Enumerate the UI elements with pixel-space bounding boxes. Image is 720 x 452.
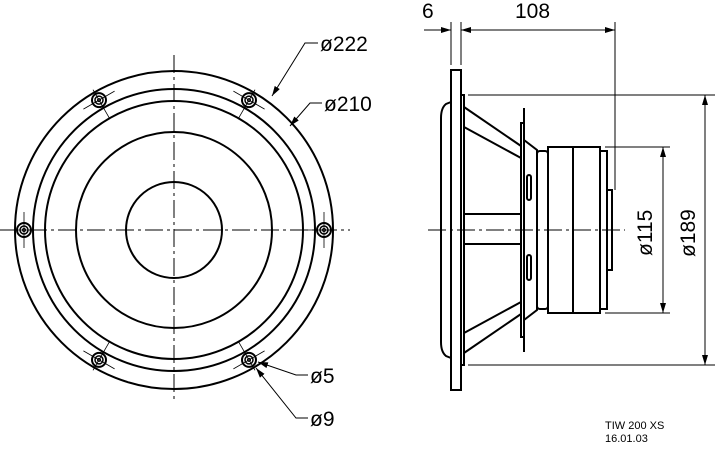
front-view: ø222 ø210 ø5 ø9 — [0, 33, 372, 431]
dim-cutout-label: ø189 — [677, 209, 700, 257]
mounting-hole — [233, 340, 265, 371]
dim-outer-label: ø222 — [320, 33, 368, 56]
leader-hole — [257, 361, 308, 376]
mounting-holes — [12, 89, 336, 371]
dim-flange-label: 6 — [422, 0, 434, 23]
dim-hole-head-label: ø9 — [310, 408, 335, 431]
dim-depth-label: 108 — [515, 0, 550, 23]
dust-cap-circle — [125, 181, 223, 279]
vent-slot — [526, 254, 532, 281]
dim-hole-label: ø5 — [310, 365, 335, 388]
cone-circle — [75, 131, 273, 329]
model-name: TIW 200 XS — [605, 420, 664, 432]
dim-magnet-label: ø115 — [634, 210, 657, 256]
mounting-plate — [520, 122, 525, 338]
leader-hole-head — [255, 367, 308, 419]
mounting-hole — [233, 89, 265, 120]
gasket — [440, 101, 452, 359]
leader-outer — [271, 42, 318, 97]
dim-bolt-circle-label: ø210 — [324, 93, 372, 116]
mounting-hole — [12, 212, 46, 248]
basket-rim — [460, 94, 465, 366]
mounting-hole — [83, 89, 115, 120]
side-view: 6 108 ø115 ø189 — [422, 0, 715, 391]
mounting-hole — [302, 212, 336, 248]
pole-piece — [606, 189, 613, 271]
vent-slot — [526, 174, 532, 201]
mounting-hole — [83, 340, 115, 371]
drawing-date: 16.01.03 — [605, 433, 648, 445]
leader-bolt-circle — [289, 102, 322, 127]
